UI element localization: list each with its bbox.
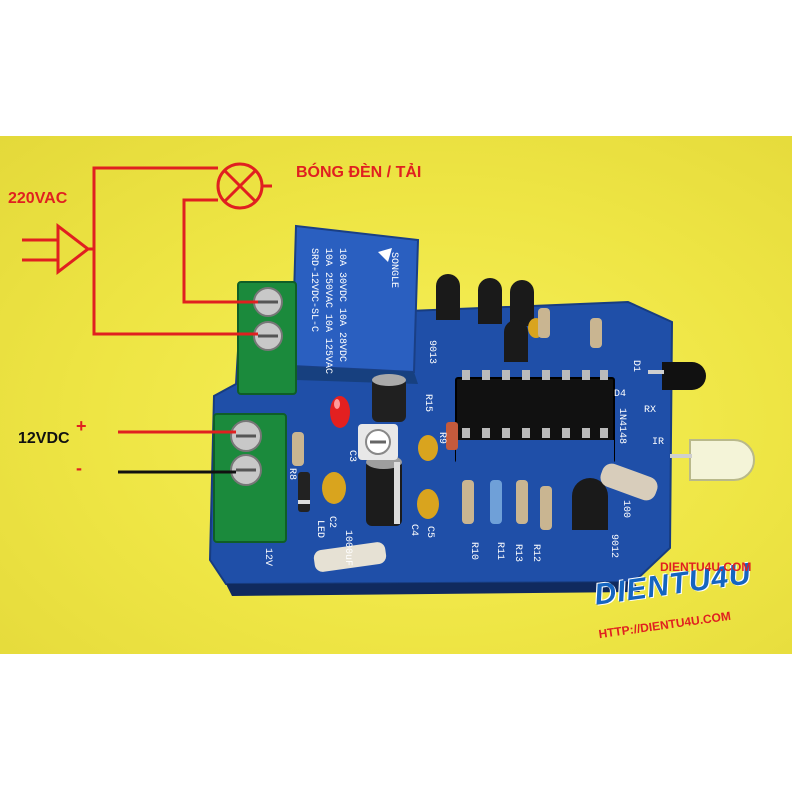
negative-sign: - xyxy=(76,458,82,478)
silk-r12: R12 xyxy=(530,544,541,562)
silk-r11: R11 xyxy=(494,542,505,560)
capacitors-electrolytic xyxy=(366,374,406,526)
pcb-edge-shadow xyxy=(226,582,640,596)
lamp-icon xyxy=(216,162,264,210)
trimmer-potentiometer xyxy=(358,424,398,460)
silk-9013: 9013 xyxy=(426,340,437,364)
silk-1000uf: 1000uF xyxy=(342,530,353,566)
ir-receiver-led xyxy=(648,362,706,390)
relay-model-text: SRD-12VDC-SL-C xyxy=(308,248,319,332)
silk-d1: D1 xyxy=(630,360,641,372)
ir-transmitter-led xyxy=(670,439,755,481)
relay-brand: SONGLE xyxy=(388,252,399,288)
silk-100: 100 xyxy=(620,500,631,518)
silk-c3: C3 xyxy=(346,450,357,462)
silk-c2: C2 xyxy=(326,516,337,528)
silk-c5: C5 xyxy=(424,526,435,538)
silk-rx: RX xyxy=(644,405,656,416)
load-label: BÓNG ĐÈN / TẢI xyxy=(296,164,422,181)
terminal-block-output xyxy=(237,281,297,395)
relay-rating-1: 10A 250VAC 10A 125VAC xyxy=(322,248,333,374)
silk-r13: R13 xyxy=(512,544,523,562)
silk-ir: IR xyxy=(652,437,664,448)
silk-r10: R10 xyxy=(468,542,479,560)
silk-9012: 9012 xyxy=(608,534,619,558)
diodes xyxy=(298,422,458,512)
pcb-silkscreen: 9013 RX D1 D4 1N4148 IR R15 R9 R8 R10 R1… xyxy=(262,340,664,566)
mains-voltage-label: 220VAC xyxy=(8,190,68,207)
resistors xyxy=(292,308,658,572)
ac-wiring xyxy=(88,166,272,336)
silk-12v: 12V xyxy=(262,548,273,566)
watermark-logo-corner: DIENTU4U.COM xyxy=(660,560,752,574)
terminal-block-power xyxy=(213,413,287,543)
silk-r8: R8 xyxy=(286,468,297,480)
ac-plug-icon xyxy=(22,222,91,276)
positive-sign: + xyxy=(76,416,87,436)
red-led xyxy=(330,396,350,428)
silk-r15: R15 xyxy=(422,394,433,412)
transistors xyxy=(436,274,608,530)
relay-rating-2: 10A 30VDC 10A 28VDC xyxy=(336,248,347,362)
dc-voltage-label: 12VDC xyxy=(18,430,70,447)
silk-led: LED xyxy=(314,520,325,538)
silk-1n4148: 1N4148 xyxy=(616,408,627,444)
silk-d4: D4 xyxy=(614,389,626,400)
silk-r9: R9 xyxy=(436,432,447,444)
relay-logo-icon xyxy=(378,248,392,262)
ic-chip xyxy=(455,370,615,466)
capacitors-ceramic xyxy=(322,318,544,519)
silk-c4: C4 xyxy=(408,524,419,536)
relay-module: SRD-12VDC-SL-C 10A 250VAC 10A 125VAC 10A… xyxy=(290,224,420,384)
